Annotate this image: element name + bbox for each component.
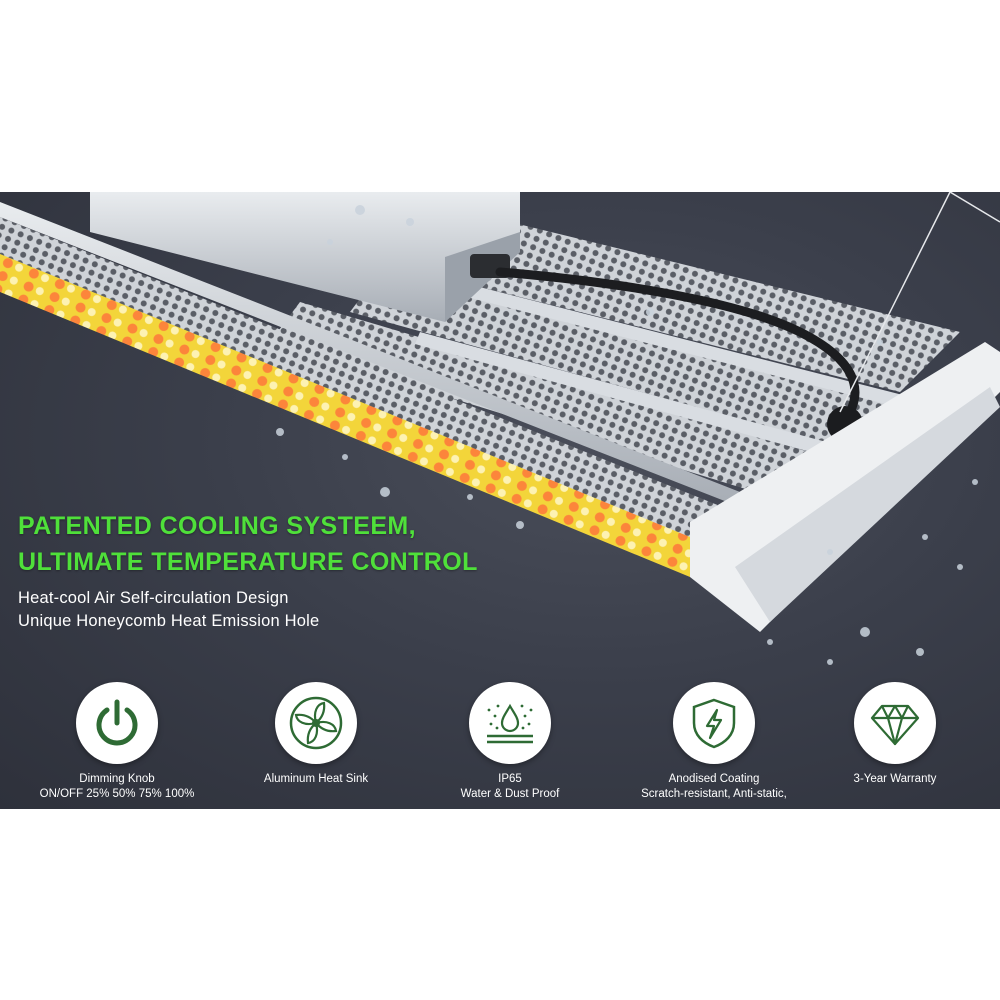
- feature-title: IP65: [498, 773, 522, 785]
- fan-icon: [289, 696, 343, 750]
- feature-ip65: IP65 Water & Dust Proof: [410, 682, 610, 802]
- diamond-icon: [870, 704, 920, 746]
- feature-subtitle: Water & Dust Proof: [460, 788, 560, 800]
- led-strip: [0, 254, 690, 577]
- product-banner: PATENTED COOLING SYSTEEM, ULTIMATE TEMPE…: [0, 192, 1000, 809]
- feature-icon-circle: [76, 682, 158, 764]
- honeycomb-panel-front: [0, 217, 735, 567]
- headline-line-1: PATENTED COOLING SYSTEEM,: [18, 512, 416, 540]
- grow-light-product-image: [0, 192, 1000, 665]
- feature-heat-sink: Aluminum Heat Sink: [216, 682, 416, 787]
- feature-icon-circle: [673, 682, 755, 764]
- feature-subtitle: ON/OFF 25% 50% 75% 100%: [39, 788, 195, 800]
- honeycomb-panel-2: [350, 272, 900, 452]
- feature-icon-circle: [469, 682, 551, 764]
- power-icon: [96, 699, 138, 746]
- feature-warranty: 3-Year Warranty: [795, 682, 995, 787]
- feature-dimming-knob: Dimming Knob ON/OFF 25% 50% 75% 100%: [17, 682, 217, 802]
- water-drop-icon: [487, 703, 533, 744]
- feature-title: Aluminum Heat Sink: [263, 773, 369, 785]
- feature-anodised-coating: Anodised Coating Scratch-resistant, Anti…: [614, 682, 814, 802]
- rail-top: [0, 202, 740, 507]
- subheadline-line-1: Heat-cool Air Self-circulation Design: [18, 589, 289, 607]
- rail-mid: [455, 282, 930, 414]
- feature-title: Anodised Coating: [668, 773, 760, 785]
- feature-title: Dimming Knob: [79, 773, 155, 785]
- shield-bolt-icon: [692, 698, 736, 749]
- honeycomb-panel-3: [270, 302, 860, 512]
- hanging-wire: [839, 192, 951, 413]
- feature-title: 3-Year Warranty: [853, 773, 937, 785]
- headline-line-2: ULTIMATE TEMPERATURE CONTROL: [18, 548, 478, 576]
- feature-subtitle: Scratch-resistant, Anti-static,: [641, 788, 787, 800]
- water-droplets: [276, 205, 978, 665]
- feature-icon-circle: [275, 682, 357, 764]
- feature-icon-circle: [854, 682, 936, 764]
- subheadline-line-2: Unique Honeycomb Heat Emission Hole: [18, 612, 320, 630]
- rail-low: [415, 332, 900, 475]
